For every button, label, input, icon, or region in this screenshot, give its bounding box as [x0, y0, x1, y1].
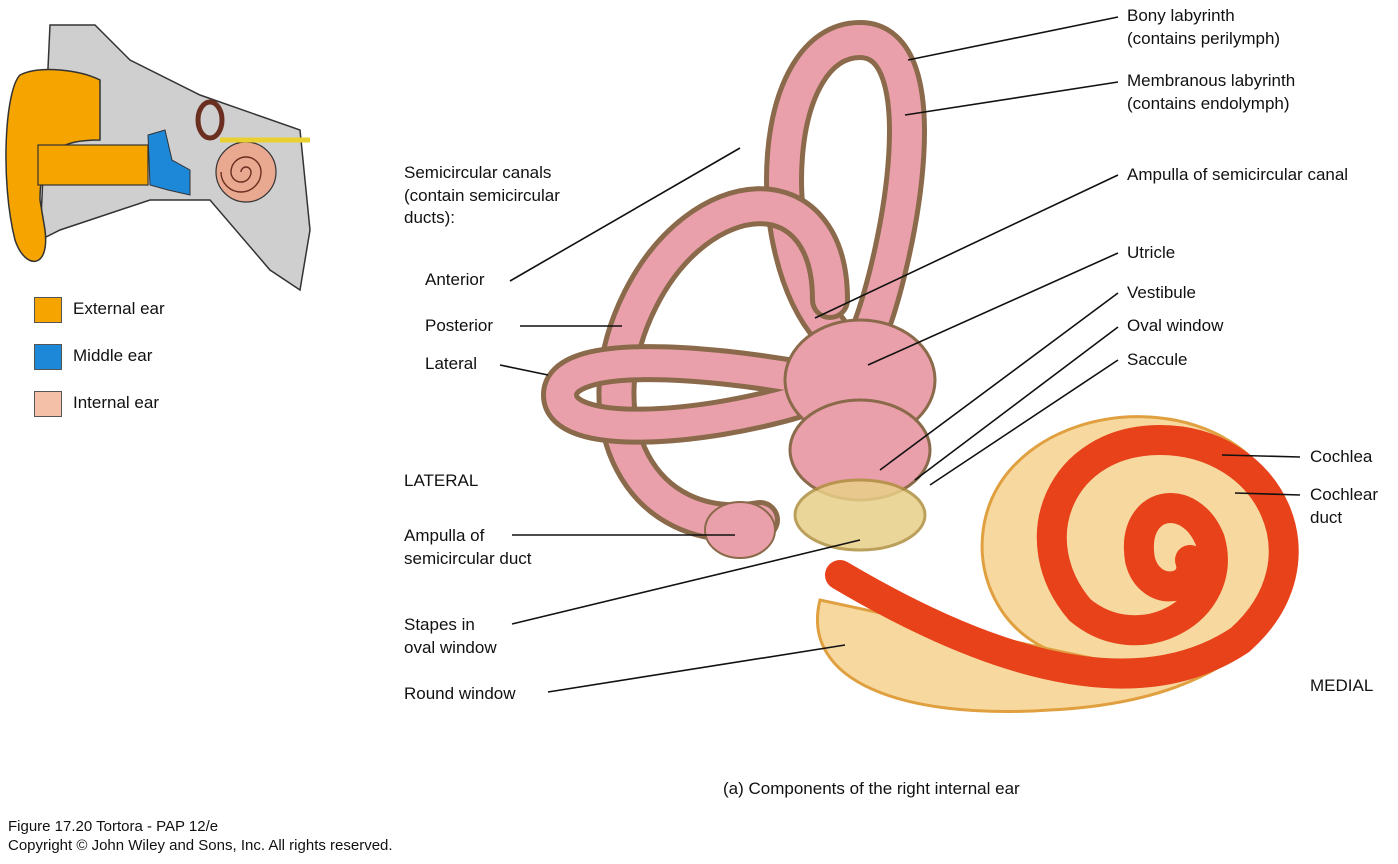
- label-line: Membranous labyrinth: [1127, 71, 1296, 90]
- label-cochlea: Cochlea: [1310, 447, 1373, 466]
- label-anterior: Anterior: [425, 270, 485, 289]
- label-line: Cochlear: [1310, 485, 1379, 504]
- label-line: semicircular duct: [404, 548, 532, 568]
- label-lateral-direction: LATERAL: [404, 471, 479, 490]
- legend-swatch-middle: [34, 344, 62, 370]
- label-line: Semicircular canals: [404, 163, 552, 182]
- ear-overview-thumbnail: [5, 24, 311, 292]
- label-oval-window: Oval window: [1127, 316, 1224, 335]
- label-line: ducts):: [404, 208, 456, 227]
- label-line: Stapes in: [404, 615, 475, 634]
- label-vestibule: Vestibule: [1127, 283, 1196, 302]
- label-line: duct: [1310, 507, 1343, 527]
- label-ampulla-canal: Ampulla of semicircular canal: [1127, 165, 1349, 184]
- label-cochlear-duct: Cochlear duct: [1310, 484, 1378, 529]
- label-line: (contain semicircular: [404, 185, 560, 205]
- semicircular-canals: [540, 19, 927, 542]
- label-semicircular-canals: Semicircular canals (contain semicircular…: [404, 162, 560, 230]
- legend-label-internal: Internal ear: [73, 393, 159, 412]
- label-saccule: Saccule: [1127, 350, 1188, 369]
- label-ampulla-duct: Ampulla of semicircular duct: [404, 525, 532, 570]
- label-round-window: Round window: [404, 684, 516, 703]
- copyright-notice: Copyright © John Wiley and Sons, Inc. Al…: [8, 837, 393, 854]
- label-line: (contains endolymph): [1127, 93, 1290, 113]
- label-membranous-labyrinth: Membranous labyrinth (contains endolymph): [1127, 70, 1295, 115]
- stapes-shape: [793, 478, 927, 552]
- label-medial: MEDIAL: [1310, 676, 1374, 695]
- label-lateral: Lateral: [425, 354, 477, 373]
- legend-label-external: External ear: [73, 299, 165, 318]
- label-line: (contains perilymph): [1127, 28, 1281, 48]
- figure-credit: Figure 17.20 Tortora - PAP 12/e: [8, 818, 219, 835]
- label-line: Ampulla of: [404, 526, 485, 545]
- legend-swatch-internal: [34, 391, 62, 417]
- figure-caption: (a) Components of the right internal ear: [723, 779, 1020, 798]
- legend-label-middle: Middle ear: [73, 346, 153, 365]
- label-bony-labyrinth: Bony labyrinth (contains perilymph): [1127, 5, 1280, 50]
- leader-lines: [499, 16, 1301, 693]
- label-line: Bony labyrinth: [1127, 6, 1235, 25]
- legend-swatch-external: [34, 297, 62, 323]
- label-line: oval window: [404, 637, 497, 657]
- label-utricle: Utricle: [1127, 243, 1176, 262]
- label-stapes: Stapes in oval window: [404, 614, 497, 659]
- cochlea-shape: [816, 415, 1299, 714]
- label-posterior: Posterior: [425, 316, 494, 335]
